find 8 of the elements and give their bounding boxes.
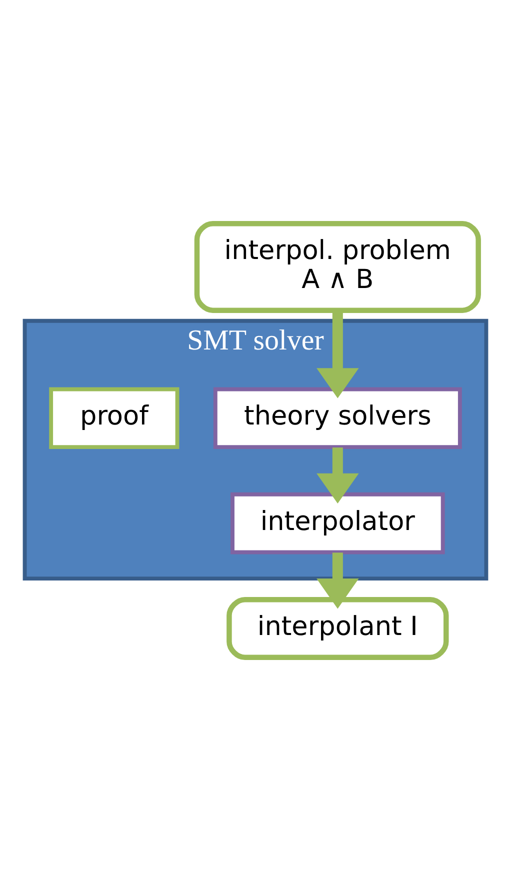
node-box: interpolant I [226, 596, 448, 660]
arrow [316, 310, 358, 398]
node-box: interpolator [230, 492, 444, 554]
node-box: proof [48, 387, 179, 450]
node-box: theory solvers [212, 387, 462, 450]
arrow [316, 552, 358, 609]
arrow [316, 447, 358, 504]
node-box: interpol. problem A ∧ B [194, 220, 480, 313]
